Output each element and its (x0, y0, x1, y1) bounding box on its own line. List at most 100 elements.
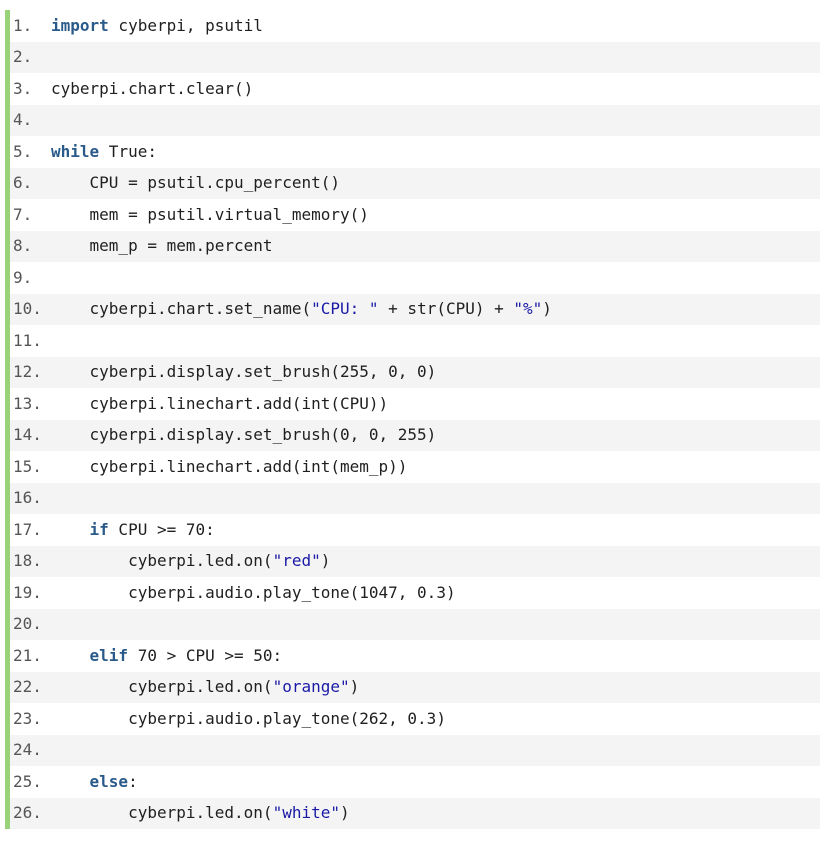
code-token: cyberpi.led.on( (51, 551, 273, 571)
line-number: 10. (13, 299, 42, 319)
line-number: 13. (13, 393, 42, 413)
code-token: cyberpi.linechart.add(int(CPU)) (51, 393, 389, 413)
line-number: 6. (13, 173, 33, 193)
code-line: 3. cyberpi.chart.clear() (10, 73, 820, 105)
line-number: 21. (13, 645, 42, 665)
code-text: cyberpi.chart.set_name("CPU: " + str(CPU… (51, 299, 552, 319)
line-number: 14. (13, 425, 42, 445)
code-token: ) (320, 551, 331, 571)
line-number: 12. (13, 362, 42, 382)
code-string: "white" (272, 803, 340, 823)
code-string: "red" (272, 551, 321, 571)
code-token (51, 520, 90, 539)
code-token: cyberpi.chart.set_name( (51, 299, 312, 319)
code-line: 22. cyberpi.led.on("orange") (10, 671, 820, 703)
code-keyword: while (51, 141, 100, 161)
code-token: ) (349, 677, 360, 697)
code-block: 1. import cyberpi, psutil 2. 3. cyberpi.char… (5, 10, 820, 829)
code-token: cyberpi.chart.clear() (51, 78, 254, 98)
code-token: cyberpi.linechart.add(int(mem_p)) (51, 456, 408, 476)
code-token: CPU = psutil.cpu_percent() (51, 173, 340, 193)
line-number: 26. (13, 803, 42, 823)
code-line: 5. while True: (10, 136, 820, 168)
code-line: 9. (10, 262, 820, 294)
code-line: 2. (10, 41, 820, 73)
code-token: True: (99, 141, 157, 161)
code-token: cyberpi.led.on( (51, 803, 273, 823)
code-line: 16. (10, 482, 820, 514)
code-text: CPU = psutil.cpu_percent() (51, 173, 340, 193)
code-text: cyberpi.led.on("white") (51, 803, 350, 823)
line-number: 20. (13, 614, 42, 634)
code-line: 14. cyberpi.display.set_brush(0, 0, 255) (10, 419, 820, 451)
code-line: 20. (10, 608, 820, 640)
code-line: 18. cyberpi.led.on("red") (10, 545, 820, 577)
code-keyword: else (89, 771, 129, 791)
code-token: cyberpi.audio.play_tone(1047, 0.3) (51, 582, 456, 602)
code-token: mem_p = mem.percent (51, 236, 273, 256)
line-number: 16. (13, 488, 42, 508)
code-token: cyberpi.led.on( (51, 677, 273, 697)
code-keyword: if (89, 519, 109, 539)
code-line: 25. else: (10, 766, 820, 798)
code-token: 70 > CPU >= 50: (128, 645, 283, 665)
code-text: cyberpi.display.set_brush(0, 0, 255) (51, 425, 437, 445)
code-text: cyberpi.linechart.add(int(mem_p)) (51, 456, 408, 477)
line-number: 7. (13, 204, 33, 224)
code-string: "CPU: " (311, 299, 379, 319)
code-text: if CPU >= 70: (51, 520, 215, 540)
code-line: 6. CPU = psutil.cpu_percent() (10, 167, 820, 199)
code-line: 12. cyberpi.display.set_brush(255, 0, 0) (10, 356, 820, 388)
line-number: 8. (13, 236, 33, 256)
code-text: mem = psutil.virtual_memory() (51, 205, 369, 225)
code-text: mem_p = mem.percent (51, 236, 273, 256)
code-text: cyberpi.linechart.add(int(CPU)) (51, 393, 389, 414)
code-text: cyberpi.display.set_brush(255, 0, 0) (51, 362, 437, 382)
line-number: 24. (13, 740, 42, 760)
code-keyword: import (51, 15, 109, 35)
line-number: 9. (13, 267, 33, 287)
code-keyword: elif (89, 645, 129, 665)
code-text: import cyberpi, psutil (51, 16, 263, 36)
line-number: 11. (13, 330, 42, 350)
code-token: cyberpi.audio.play_tone(262, 0.3) (51, 708, 446, 728)
line-number: 18. (13, 551, 42, 571)
code-text: cyberpi.audio.play_tone(262, 0.3) (51, 709, 446, 729)
line-number: 23. (13, 708, 42, 728)
code-line: 26. cyberpi.led.on("white") (10, 797, 820, 829)
code-token: CPU >= 70: (108, 519, 215, 539)
line-number: 1. (13, 15, 33, 35)
code-line: 15. cyberpi.linechart.add(int(mem_p)) (10, 451, 820, 483)
code-line: 13. cyberpi.linechart.add(int(CPU)) (10, 388, 820, 420)
code-token (51, 646, 90, 665)
code-token: : (128, 771, 138, 791)
code-text: elif 70 > CPU >= 50: (51, 645, 283, 666)
code-line: 8. mem_p = mem.percent (10, 230, 820, 262)
code-text: cyberpi.led.on("red") (51, 551, 330, 571)
code-text: cyberpi.audio.play_tone(1047, 0.3) (51, 583, 456, 603)
line-number: 19. (13, 582, 42, 602)
code-line: 10. cyberpi.chart.set_name("CPU: " + str… (10, 293, 820, 325)
line-number: 4. (13, 110, 33, 130)
line-number: 25. (13, 771, 42, 791)
code-token: ) (542, 299, 552, 319)
code-line: 7. mem = psutil.virtual_memory() (10, 199, 820, 231)
line-number: 17. (13, 519, 42, 539)
code-line: 24. (10, 734, 820, 766)
code-line: 19. cyberpi.audio.play_tone(1047, 0.3) (10, 577, 820, 609)
code-line: 4. (10, 104, 820, 136)
code-string: "orange" (272, 677, 350, 697)
line-number: 5. (13, 141, 33, 161)
code-line: 23. cyberpi.audio.play_tone(262, 0.3) (10, 703, 820, 735)
code-line: 1. import cyberpi, psutil (10, 10, 820, 42)
code-text: cyberpi.chart.clear() (51, 79, 253, 99)
line-number: 3. (13, 78, 33, 98)
code-token: cyberpi.display.set_brush(0, 0, 255) (51, 425, 437, 445)
code-token: cyberpi.display.set_brush(255, 0, 0) (51, 362, 437, 382)
line-number: 22. (13, 677, 42, 697)
code-text: cyberpi.led.on("orange") (51, 677, 359, 697)
code-token: cyberpi, psutil (108, 15, 263, 35)
line-number: 2. (13, 47, 33, 67)
code-token: mem = psutil.virtual_memory() (51, 204, 369, 224)
code-line: 17. if CPU >= 70: (10, 514, 820, 546)
